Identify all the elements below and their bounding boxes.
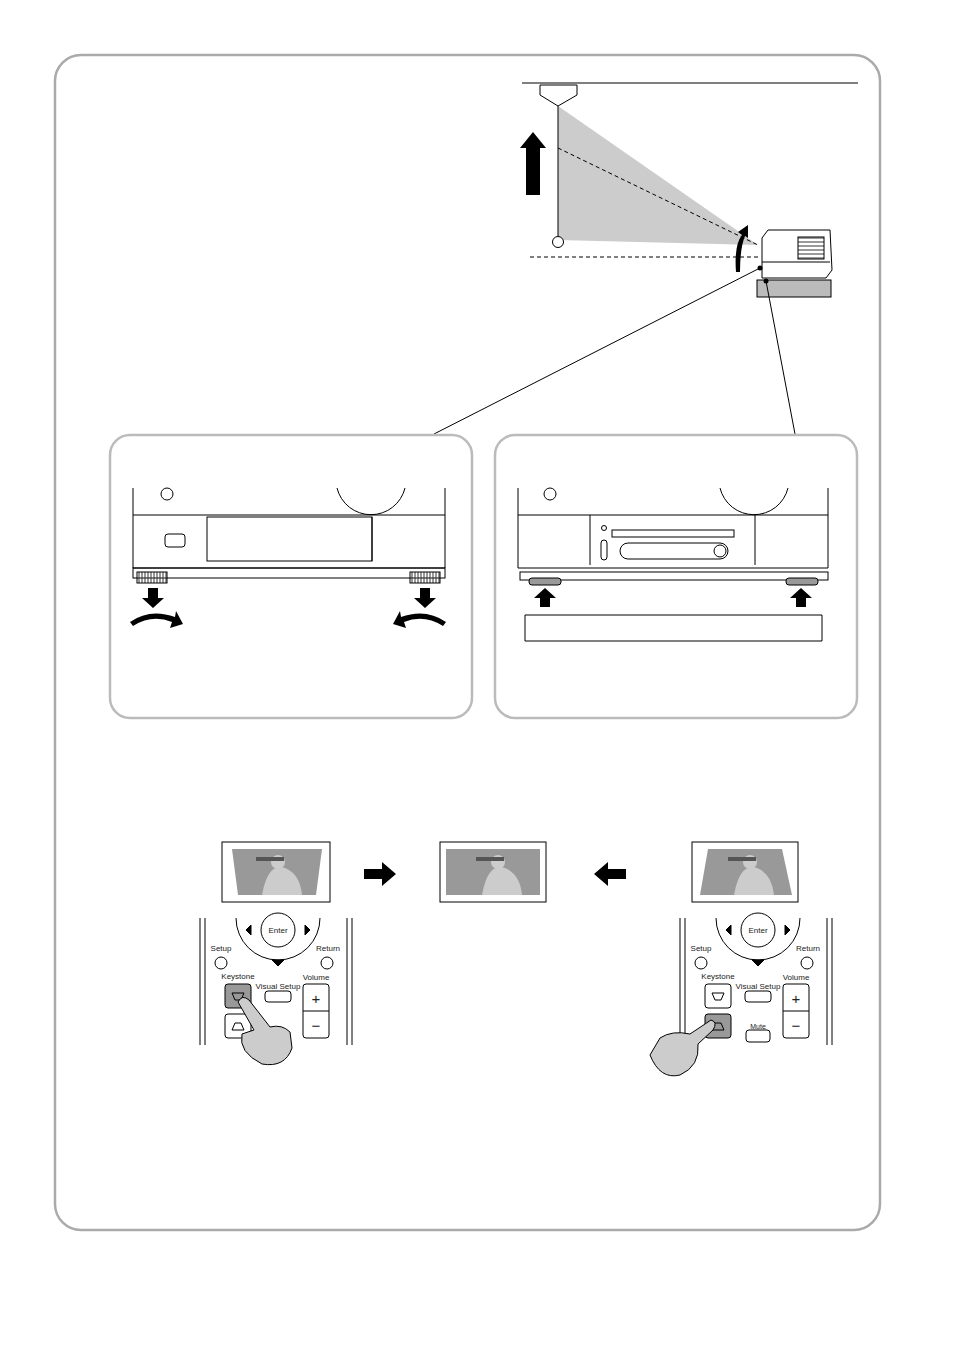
button-label: Volume (783, 974, 810, 982)
button-label: Keystone (701, 973, 734, 981)
button-label: Enter (748, 927, 767, 935)
button-label: Visual Setup (736, 983, 781, 991)
button-label: + (312, 991, 321, 1006)
button-label: − (792, 1018, 801, 1033)
button-label: Volume (303, 974, 330, 982)
button-label: + (792, 991, 801, 1006)
button-label: Visual Setup (256, 983, 301, 991)
button-label: Mute (750, 1023, 766, 1030)
button-label: − (312, 1018, 321, 1033)
button-label: Return (796, 945, 820, 953)
button-label: Enter (268, 927, 287, 935)
button-label: Setup (691, 945, 712, 953)
button-label: Return (316, 945, 340, 953)
button-label: Keystone (221, 973, 254, 981)
button-label: Setup (211, 945, 232, 953)
